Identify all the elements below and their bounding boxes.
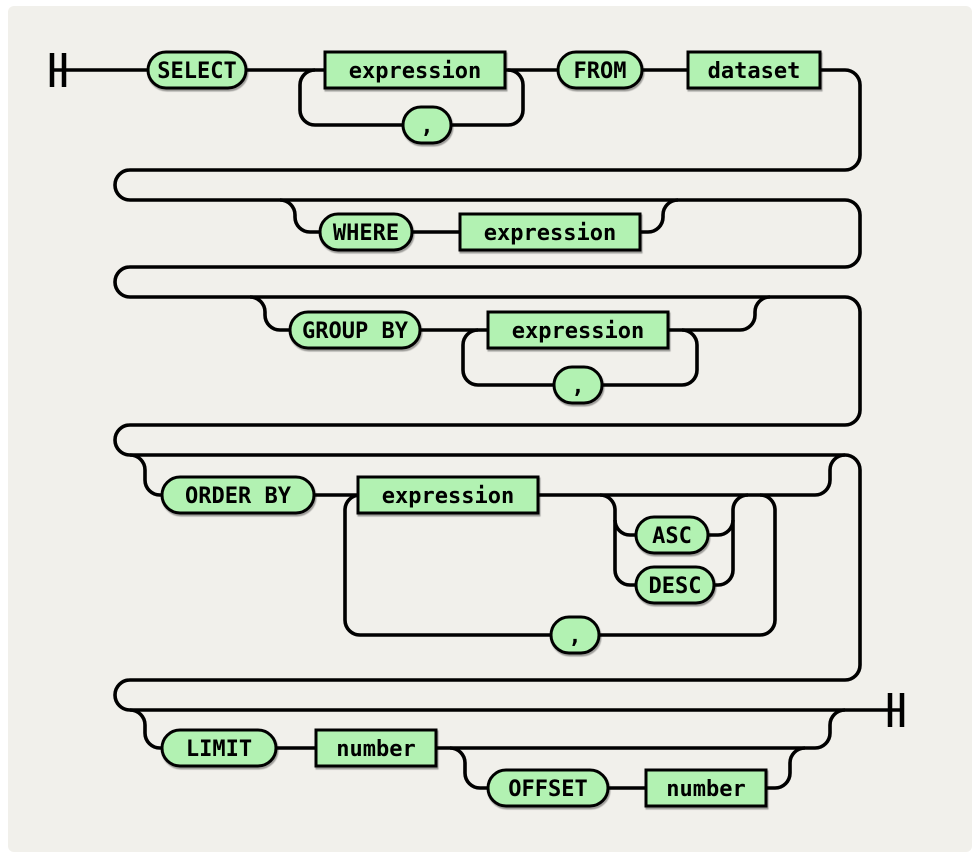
track-main	[52, 68, 902, 712]
nonterminal-expression-3-label: expression	[512, 319, 644, 344]
branch-asc-desc-left	[599, 493, 631, 587]
keyword-group-by: GROUP BY	[288, 310, 422, 350]
separator-comma-3-shape	[549, 615, 601, 655]
branch-asc-exit	[717, 519, 735, 537]
end-terminal-icon	[887, 693, 905, 727]
branch-asc-entry	[613, 519, 631, 537]
keyword-asc-shape	[634, 515, 710, 555]
keyword-asc-label: ASC	[652, 524, 692, 549]
keyword-where-shape	[318, 212, 414, 252]
keyword-desc-label: DESC	[649, 574, 702, 599]
keyword-from: FROM	[556, 50, 644, 90]
nonterminal-expression-3-shape	[486, 310, 670, 350]
keyword-desc: DESC	[634, 565, 716, 605]
nonterminal-expression-3: expression	[486, 310, 670, 350]
nonterminal-expression-4: expression	[356, 475, 540, 515]
nonterminal-expression-1-shape	[323, 50, 507, 90]
separator-comma-1-label: ,	[420, 114, 433, 139]
nonterminal-expression-2-shape	[458, 212, 642, 252]
separator-comma-1: ,	[401, 105, 453, 145]
nonterminal-number-2-label: number	[666, 777, 745, 802]
branch-limit-optional	[129, 708, 846, 750]
nonterminal-expression-1: expression	[323, 50, 507, 90]
keyword-from-shape	[556, 50, 644, 90]
nonterminal-number-1-label: number	[336, 737, 415, 762]
nonterminal-number-2: number	[644, 768, 768, 808]
nonterminal-number-1-shape	[314, 728, 438, 768]
nonterminal-expression-4-shape	[356, 475, 540, 515]
canvas-background	[8, 6, 972, 852]
branch-offset-optional	[449, 746, 806, 790]
separator-comma-2: ,	[552, 365, 604, 405]
nonterminal-dataset-label: dataset	[708, 59, 801, 84]
keyword-group-by-label: GROUP BY	[302, 319, 409, 344]
keyword-offset-shape	[486, 768, 610, 808]
nonterminal-number-2-shape	[644, 768, 768, 808]
nonterminal-expression-4-label: expression	[382, 484, 514, 509]
separator-comma-3-label: ,	[568, 624, 581, 649]
nonterminal-dataset-shape	[686, 50, 822, 90]
keyword-select-shape	[146, 50, 248, 90]
nonterminal-expression-2-label: expression	[484, 221, 616, 246]
keyword-where-label: WHERE	[333, 221, 399, 246]
keyword-select-label: SELECT	[157, 59, 236, 84]
separator-comma-2-label: ,	[571, 374, 584, 399]
nonterminal-expression-1-label: expression	[349, 59, 481, 84]
keyword-order-by-label: ORDER BY	[185, 484, 292, 509]
keyword-from-label: FROM	[574, 59, 627, 84]
keyword-limit-shape	[160, 728, 278, 768]
keyword-where: WHERE	[318, 212, 414, 252]
keyword-limit-label: LIMIT	[186, 737, 252, 762]
keyword-offset: OFFSET	[486, 768, 610, 808]
nonterminal-expression-2: expression	[458, 212, 642, 252]
keyword-desc-shape	[634, 565, 716, 605]
keyword-asc: ASC	[634, 515, 710, 555]
separator-comma-2-shape	[552, 365, 604, 405]
keyword-select: SELECT	[146, 50, 248, 90]
nonterminal-number-1: number	[314, 728, 438, 768]
keyword-order-by: ORDER BY	[160, 475, 316, 515]
branch-asc-desc-right	[717, 493, 749, 587]
keyword-order-by-shape	[160, 475, 316, 515]
keyword-offset-label: OFFSET	[508, 777, 587, 802]
start-terminal-icon	[49, 53, 67, 87]
separator-comma-3: ,	[549, 615, 601, 655]
keyword-group-by-shape	[288, 310, 422, 350]
keyword-limit: LIMIT	[160, 728, 278, 768]
separator-comma-1-shape	[401, 105, 453, 145]
nonterminal-dataset: dataset	[686, 50, 822, 90]
